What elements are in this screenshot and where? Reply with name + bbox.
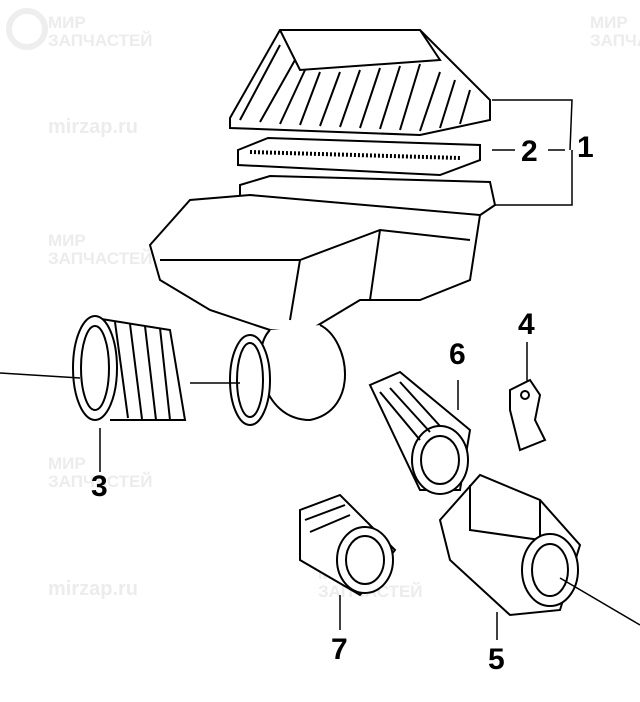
filter-element xyxy=(237,136,481,177)
callout-5: 5 xyxy=(488,643,505,676)
air-cleaner-housing xyxy=(148,174,497,422)
watermark-site: mirzap.ru xyxy=(48,116,139,138)
callout-3: 3 xyxy=(91,470,108,503)
leader-lines xyxy=(0,99,640,640)
air-cleaner-lid xyxy=(229,29,491,137)
callout-7: 7 xyxy=(331,633,348,666)
callout-4: 4 xyxy=(518,308,535,341)
intake-hose-part-6 xyxy=(368,370,472,495)
callout-2: 2 xyxy=(521,135,538,168)
callout-6: 6 xyxy=(449,338,466,371)
air-flow-meter-part-5 xyxy=(438,473,582,617)
hose-part-7 xyxy=(299,493,397,597)
watermark-site: mirzap.ru xyxy=(48,578,139,600)
callout-1: 1 xyxy=(577,131,594,164)
intake-boot-part-3 xyxy=(72,315,187,421)
bracket-part-4 xyxy=(509,378,547,452)
ring-clamp xyxy=(229,334,271,426)
